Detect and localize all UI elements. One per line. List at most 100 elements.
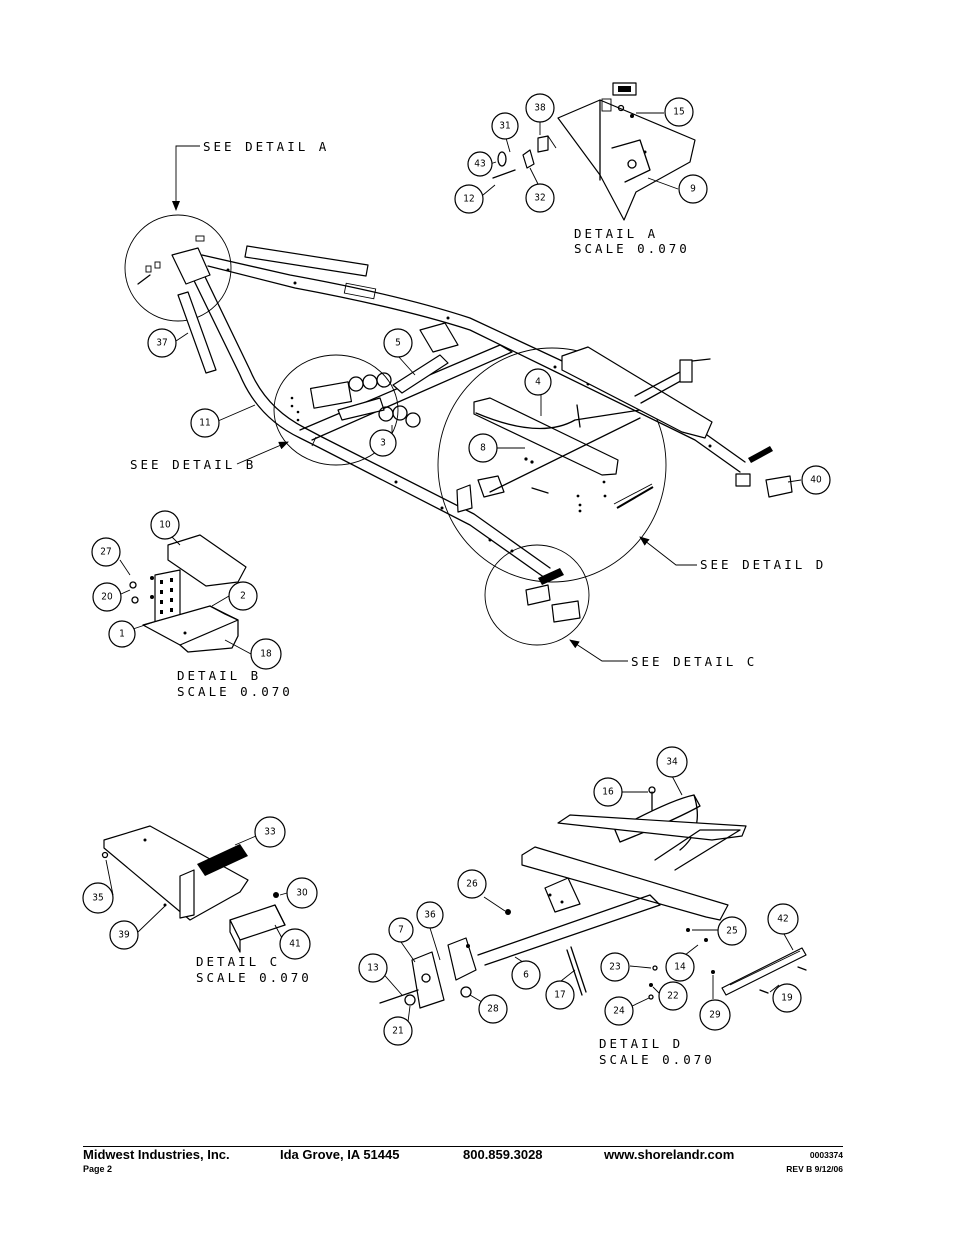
see-detail-c-label: SEE DETAIL C (631, 654, 757, 669)
detail-d-arrow (639, 536, 697, 566)
callout-8: 8 (468, 433, 498, 463)
callout-10: 10 (150, 510, 180, 540)
callout-36: 36 (416, 901, 444, 929)
svg-text:31: 31 (499, 121, 510, 132)
callout-3: 3 (369, 429, 397, 457)
svg-text:43: 43 (474, 159, 485, 170)
svg-text:17: 17 (554, 990, 565, 1001)
svg-text:16: 16 (602, 787, 614, 798)
detail-c-drawing (101, 825, 286, 953)
svg-text:14: 14 (674, 962, 686, 973)
footer-rule (83, 1146, 843, 1147)
svg-text:9: 9 (690, 184, 696, 195)
svg-text:7: 7 (398, 925, 404, 936)
callout-bubbles: 37 11 5 3 4 8 40 38 31 43 12 32 15 9 10 … (82, 93, 831, 1046)
callout-34: 34 (656, 746, 688, 778)
svg-text:35: 35 (92, 893, 103, 904)
detail-b-scale: SCALE 0.070 (177, 684, 293, 699)
callout-40: 40 (801, 465, 831, 495)
callout-26: 26 (457, 869, 487, 899)
svg-text:37: 37 (156, 338, 167, 349)
svg-text:4: 4 (535, 377, 541, 388)
svg-text:25: 25 (726, 926, 737, 937)
callout-30: 30 (286, 877, 318, 909)
svg-text:34: 34 (666, 757, 678, 768)
detail-d-scale: SCALE 0.070 (599, 1052, 715, 1067)
callout-25: 25 (717, 916, 747, 946)
bunk-board-8 (473, 397, 619, 476)
callout-29: 29 (699, 999, 731, 1031)
detail-a-drawing (492, 82, 696, 221)
see-detail-d-label: SEE DETAIL D (700, 557, 826, 572)
svg-text:13: 13 (367, 963, 378, 974)
svg-text:22: 22 (667, 991, 678, 1002)
footer-city: Ida Grove, IA 51445 (280, 1147, 400, 1162)
detail-c-scale: SCALE 0.070 (196, 970, 312, 985)
callout-20: 20 (92, 582, 122, 612)
callout-42: 42 (767, 903, 799, 935)
svg-text:29: 29 (709, 1010, 721, 1021)
svg-text:27: 27 (100, 547, 111, 558)
tongue-rail-11 (182, 257, 546, 579)
callout-11: 11 (190, 408, 220, 438)
callout-18: 18 (250, 638, 282, 670)
svg-text:1: 1 (119, 629, 125, 640)
svg-text:41: 41 (289, 939, 300, 950)
svg-text:3: 3 (380, 438, 386, 449)
svg-text:5: 5 (395, 338, 401, 349)
callout-38: 38 (525, 93, 555, 123)
callout-32: 32 (525, 183, 555, 213)
detail-d-circle (437, 347, 667, 583)
svg-text:2: 2 (240, 591, 246, 602)
footer-doc-number: 0003374 (809, 1150, 843, 1160)
svg-text:33: 33 (264, 827, 275, 838)
callout-6: 6 (511, 960, 541, 990)
svg-text:38: 38 (534, 103, 546, 114)
callout-15: 15 (664, 97, 694, 127)
footer-revision: REV B 9/12/06 (786, 1164, 843, 1174)
winch-plate-37 (177, 291, 217, 374)
callout-12: 12 (454, 184, 484, 214)
svg-text:8: 8 (480, 443, 486, 454)
detail-a-arrow (172, 145, 200, 211)
svg-text:15: 15 (673, 107, 684, 118)
trailer-frame-overview (124, 214, 793, 646)
svg-text:39: 39 (118, 930, 130, 941)
callout-43: 43 (467, 151, 493, 177)
svg-text:20: 20 (101, 592, 113, 603)
detail-b-drawing (129, 534, 247, 653)
callout-leaders (105, 112, 802, 1031)
detail-c-circle (484, 544, 590, 646)
see-detail-a-label: SEE DETAIL A (203, 139, 329, 154)
svg-text:42: 42 (777, 914, 788, 925)
callout-5: 5 (383, 328, 413, 358)
callout-16: 16 (593, 777, 623, 807)
svg-text:28: 28 (487, 1004, 499, 1015)
footer-page-number: Page 2 (83, 1164, 113, 1174)
detail-d-title: DETAIL D (599, 1036, 683, 1051)
svg-text:30: 30 (296, 888, 308, 899)
svg-text:6: 6 (523, 970, 529, 981)
callout-21: 21 (383, 1016, 413, 1046)
svg-text:32: 32 (534, 193, 545, 204)
detail-b-arrow (236, 441, 289, 465)
callout-19: 19 (772, 983, 802, 1013)
see-detail-b-label: SEE DETAIL B (130, 457, 256, 472)
callout-33: 33 (254, 816, 286, 848)
callout-39: 39 (109, 920, 139, 950)
svg-text:24: 24 (613, 1006, 625, 1017)
callout-7: 7 (388, 917, 414, 943)
detail-a-circle (124, 214, 232, 322)
detail-b-title: DETAIL B (177, 668, 261, 683)
callout-35: 35 (82, 882, 114, 914)
right-rail (201, 254, 746, 463)
footer-company: Midwest Industries, Inc. (83, 1147, 230, 1162)
svg-text:10: 10 (159, 520, 171, 531)
svg-text:26: 26 (466, 879, 478, 890)
upper-bunk-board (244, 245, 369, 277)
callout-14: 14 (665, 952, 695, 982)
detail-c-arrow (569, 639, 628, 662)
callout-2: 2 (228, 581, 258, 611)
callout-41: 41 (279, 928, 311, 960)
